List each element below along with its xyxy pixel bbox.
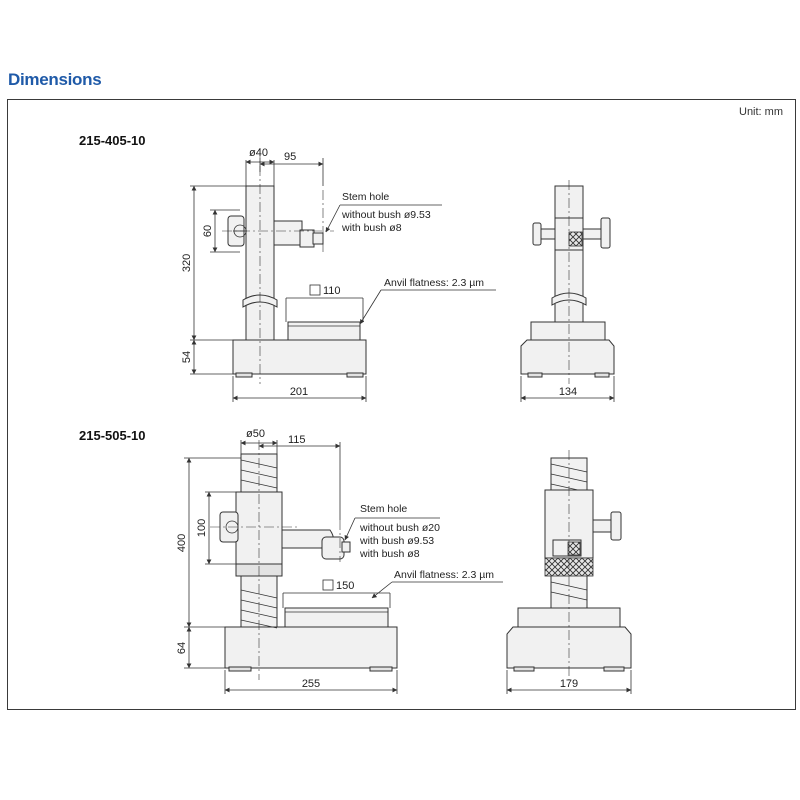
base-foot — [513, 666, 535, 672]
stem-screw — [582, 228, 602, 240]
square-symbol — [309, 284, 321, 296]
front-view: ø40 95 320 54 60 201 110 — [181, 147, 496, 402]
anvil-size-label: 110 — [323, 285, 341, 297]
base — [224, 626, 398, 669]
anvil — [530, 321, 606, 341]
side-width-label: 134 — [559, 386, 577, 398]
clamp-height-label: 100 — [196, 519, 208, 537]
stem-screw — [341, 541, 351, 553]
base-foot — [594, 372, 610, 378]
unit-label: Unit: mm — [739, 106, 783, 118]
base — [520, 339, 615, 375]
anvil — [287, 321, 361, 341]
anvil-size-label: 150 — [336, 580, 354, 592]
stem-hole-spec: with bush ø8 — [359, 548, 420, 560]
base — [506, 626, 632, 669]
clamp-screw — [540, 228, 556, 240]
reach-label: 95 — [284, 151, 296, 163]
section-heading: Dimensions — [8, 70, 102, 89]
base-foot — [346, 372, 364, 378]
stem-holder — [299, 229, 315, 248]
base-height-label: 64 — [176, 642, 188, 654]
height-label: 320 — [181, 254, 193, 272]
stem-hole-spec: with bush ø9.53 — [359, 535, 434, 547]
anvil-flatness-note: Anvil flatness: 2.3 µm — [384, 277, 484, 289]
stem-screw — [592, 519, 612, 533]
base — [232, 339, 367, 375]
base-foot — [603, 666, 625, 672]
arm — [273, 220, 303, 246]
height-label: 400 — [176, 534, 188, 552]
base-width-label: 255 — [302, 678, 320, 690]
reach-label: 115 — [288, 434, 306, 446]
column-diameter-label: ø50 — [246, 428, 265, 440]
model-215-505-10: 215-505-10 ø50 115 — [79, 428, 632, 694]
front-view: ø50 115 400 64 100 255 150 — [176, 428, 503, 694]
dimensions-frame: Unit: mm — [7, 99, 796, 710]
anvil-flatness-note: Anvil flatness: 2.3 µm — [394, 569, 494, 581]
model-label: 215-405-10 — [79, 133, 146, 148]
side-view: 179 — [506, 450, 632, 694]
base-width-label: 201 — [290, 386, 308, 398]
stem-hole-spec: without bush ø20 — [359, 522, 440, 534]
model-215-405-10: 215-405-10 ø40 — [79, 133, 615, 402]
base-height-label: 54 — [181, 351, 193, 363]
base-foot — [228, 666, 252, 672]
anvil — [284, 607, 389, 628]
stem-hole-title: Stem hole — [342, 191, 389, 203]
base-foot — [235, 372, 253, 378]
model-label: 215-505-10 — [79, 428, 146, 443]
column-diameter-label: ø40 — [249, 147, 268, 159]
base-foot — [369, 666, 393, 672]
stem-knob — [610, 511, 622, 541]
stem-knob — [600, 217, 611, 249]
side-view: 134 — [520, 180, 615, 402]
stem-holder — [321, 536, 345, 560]
stem-hole-title: Stem hole — [360, 503, 407, 515]
square-symbol — [322, 579, 334, 591]
column-break — [551, 292, 587, 306]
clamp-height-label: 60 — [202, 225, 214, 237]
clamp-knob — [532, 222, 542, 246]
side-width-label: 179 — [560, 678, 578, 690]
stem-screw — [312, 232, 324, 245]
stem-hole-spec: without bush ø9.53 — [341, 209, 431, 221]
base-foot — [527, 372, 543, 378]
stem-hole-spec: with bush ø8 — [341, 222, 402, 234]
